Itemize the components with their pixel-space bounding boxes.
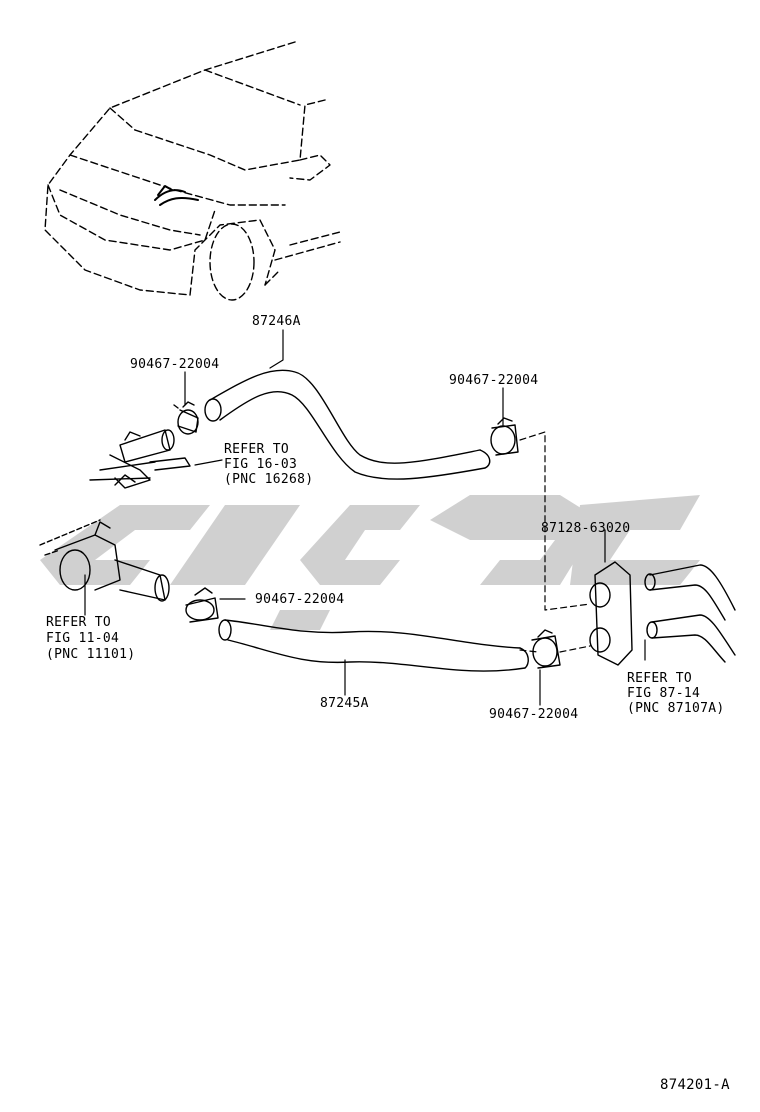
figure-number: 874201-A	[660, 1077, 730, 1093]
ref-heater-line-1: REFER TO	[627, 671, 693, 686]
engine-outlet	[39, 519, 170, 602]
water-valve	[89, 429, 191, 489]
ref-valve-line-3: (PNC 16268)	[224, 472, 314, 487]
front-wheel	[209, 223, 255, 301]
engine-bay-hose-icon	[154, 185, 199, 206]
connection-lines	[519, 431, 591, 653]
ref-valve-line-1: REFER TO	[224, 442, 290, 457]
clamp-upper-right	[490, 417, 519, 456]
leader-lines	[84, 329, 646, 706]
callout-grommet: 87128-63020	[541, 521, 631, 536]
grommet-part	[589, 561, 633, 666]
clamp-upper-left	[173, 401, 199, 435]
ref-valve-line-2: FIG 16-03	[224, 457, 298, 472]
callout-clamp-lower-right: 90467-22004	[489, 707, 579, 722]
ref-engine-line-3: (PNC 11101)	[46, 647, 136, 662]
ref-engine-line-2: FIG 11-04	[46, 631, 120, 646]
callout-87246A: 87246A	[252, 314, 301, 329]
ref-heater-line-2: FIG 87-14	[627, 686, 701, 701]
lower-hose	[218, 619, 529, 672]
clamp-lower-right	[531, 629, 561, 669]
upper-hose	[204, 369, 491, 480]
heater-pipes	[644, 564, 736, 663]
ref-engine-line-1: REFER TO	[46, 615, 112, 630]
vehicle-outline	[44, 41, 341, 296]
callout-clamp-upper-right: 90467-22004	[449, 373, 539, 388]
callout-87245A: 87245A	[320, 696, 369, 711]
clamp-lower-left	[185, 587, 219, 623]
ref-heater-line-3: (PNC 87107A)	[627, 701, 725, 716]
callout-clamp-lower-left: 90467-22004	[255, 592, 345, 607]
callout-clamp-upper-left: 90467-22004	[130, 357, 220, 372]
